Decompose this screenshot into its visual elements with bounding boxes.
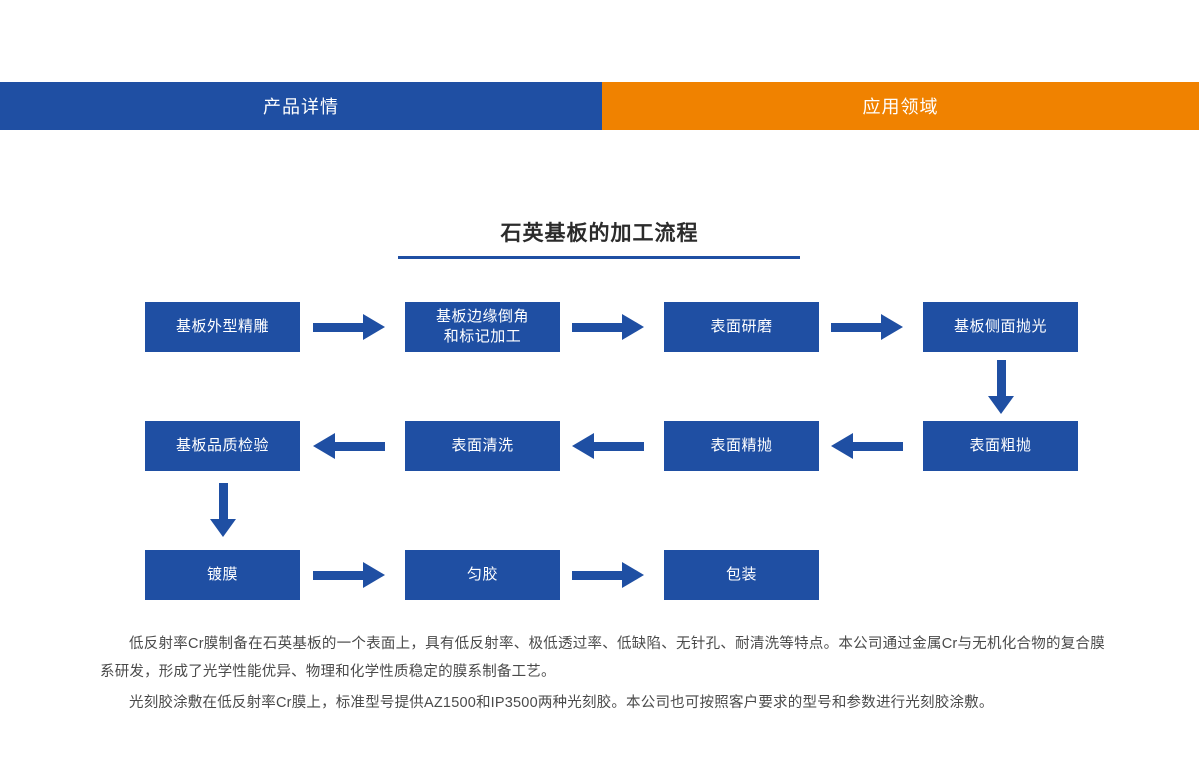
flow-node-packaging[interactable]: 包装 <box>664 550 819 600</box>
flow-node-label: 表面精抛 <box>710 437 773 454</box>
description-paragraph-1: 低反射率Cr膜制备在石英基板的一个表面上，具有低反射率、极低透过率、低缺陷、无针… <box>100 636 1105 680</box>
flow-node-label: 基板品质检验 <box>175 437 269 454</box>
flow-node-quality-inspection[interactable]: 基板品质检验 <box>145 421 300 471</box>
flow-node-label: 镀膜 <box>206 566 238 583</box>
flow-node-label: 基板边缘倒角 <box>435 308 529 325</box>
arrow-right-icon <box>831 314 903 340</box>
description-paragraph-2: 光刻胶涂敷在低反射率Cr膜上，标准型号提供AZ1500和IP3500两种光刻胶。… <box>129 695 994 711</box>
arrow-right-icon <box>313 562 385 588</box>
flow-node-rough-polishing[interactable]: 表面粗抛 <box>923 421 1078 471</box>
flow-node-label: 包装 <box>725 566 757 583</box>
flow-node-label: 基板外型精雕 <box>175 318 269 335</box>
tab-application-fields[interactable]: 应用领域 <box>602 82 1199 130</box>
flow-node-substrate-profiling[interactable]: 基板外型精雕 <box>145 302 300 352</box>
flow-node-label: 匀胶 <box>466 566 498 583</box>
tab-application-fields-label: 应用领域 <box>862 97 939 117</box>
flow-node-label-2: 和标记加工 <box>443 328 522 345</box>
flow-node-resist-coating[interactable]: 匀胶 <box>405 550 560 600</box>
flow-node-label: 表面清洗 <box>451 437 514 454</box>
arrow-right-icon <box>572 314 644 340</box>
description-section: 低反射率Cr膜制备在石英基板的一个表面上，具有低反射率、极低透过率、低缺陷、无针… <box>100 630 1105 720</box>
flow-node-edge-chamfer-marking[interactable]: 基板边缘倒角 和标记加工 <box>405 302 560 352</box>
section-title-container: 石英基板的加工流程 <box>0 218 1199 250</box>
flow-node-surface-cleaning[interactable]: 表面清洗 <box>405 421 560 471</box>
flow-node-side-polishing[interactable]: 基板侧面抛光 <box>923 302 1078 352</box>
flow-node-label: 表面研磨 <box>710 318 773 335</box>
arrow-left-icon <box>313 433 385 459</box>
flow-node-label: 表面粗抛 <box>969 437 1032 454</box>
flow-node-coating[interactable]: 镀膜 <box>145 550 300 600</box>
tab-product-details-label: 产品详情 <box>263 97 339 117</box>
arrow-right-icon <box>572 562 644 588</box>
arrow-left-icon <box>572 433 644 459</box>
arrow-down-icon <box>210 483 236 537</box>
arrow-right-icon <box>313 314 385 340</box>
title-underline-rule <box>398 256 800 259</box>
arrow-left-icon <box>831 433 903 459</box>
arrow-down-icon <box>988 360 1014 414</box>
flow-node-surface-grinding[interactable]: 表面研磨 <box>664 302 819 352</box>
tab-bar: 产品详情 应用领域 <box>0 82 1199 130</box>
flow-node-fine-polishing[interactable]: 表面精抛 <box>664 421 819 471</box>
page-title: 石英基板的加工流程 <box>500 222 699 245</box>
flow-node-label: 基板侧面抛光 <box>953 318 1047 335</box>
tab-product-details[interactable]: 产品详情 <box>0 82 602 130</box>
